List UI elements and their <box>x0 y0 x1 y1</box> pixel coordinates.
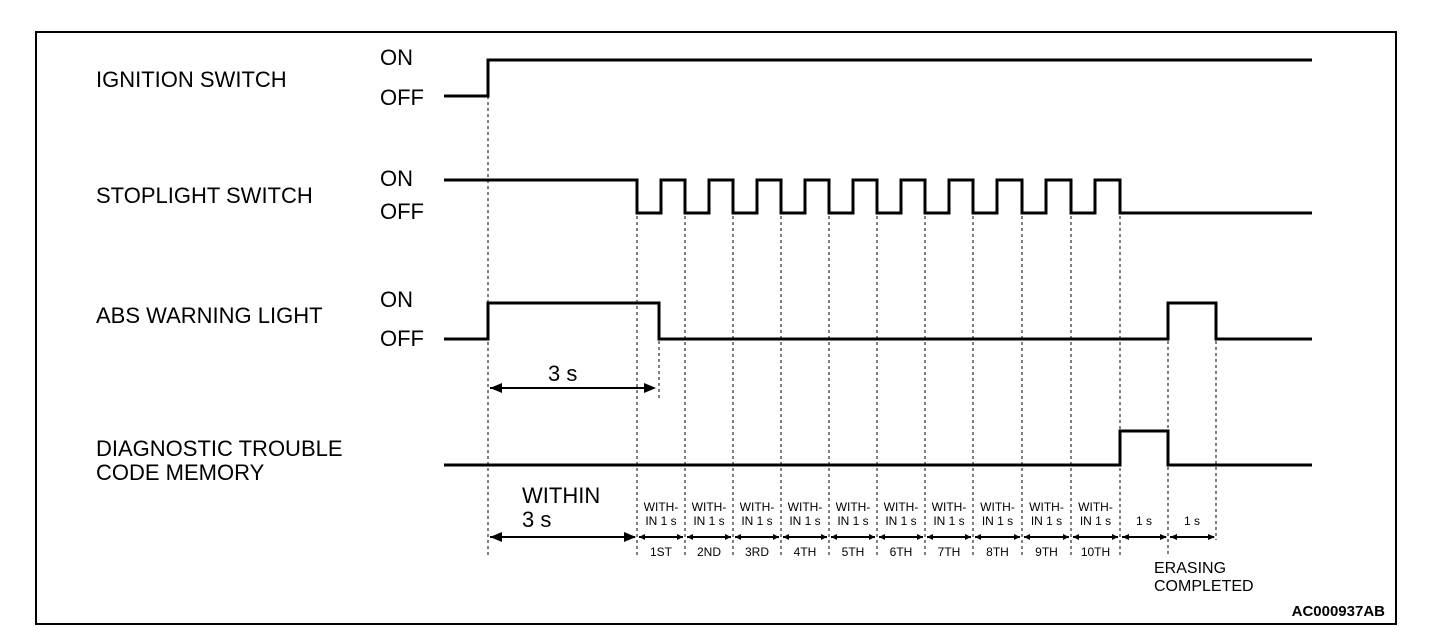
state-label-stoplight-on: ON <box>380 166 413 191</box>
arrow-1s-b <box>1170 534 1215 540</box>
label-erasing-line2: COMPLETED <box>1154 578 1254 595</box>
label-1s-b: 1 s <box>1184 514 1200 528</box>
waveform-stoplight-switch <box>444 178 1312 215</box>
diagram-frame <box>35 31 1397 625</box>
segment-within-label-line1: WITH- <box>692 500 727 514</box>
segment-within-label-line1: WITH- <box>980 500 1015 514</box>
signal-label-dtc-memory-line1: DIAGNOSTIC TROUBLE <box>96 436 343 461</box>
signal-label-dtc-memory-line2: CODE MEMORY <box>96 460 265 485</box>
arrow-1s-a <box>1122 534 1167 540</box>
segment-within-label-line1: WITH- <box>644 500 679 514</box>
segment-ordinal-label: 3RD <box>745 545 769 559</box>
segment-ordinal-label: 6TH <box>890 545 913 559</box>
signal-label-stoplight-switch: STOPLIGHT SWITCH <box>96 183 313 208</box>
segment-within-label-line1: WITH- <box>788 500 823 514</box>
segment-within-label-line2: IN 1 s <box>741 514 772 528</box>
segment-arrow <box>735 534 779 540</box>
segment-within-label-line1: WITH- <box>1029 500 1064 514</box>
state-label-abs-on: ON <box>380 287 413 312</box>
state-label-stoplight-off: OFF <box>380 199 424 224</box>
segment-within-label-line1: WITH- <box>836 500 871 514</box>
segment-ordinal-label: 9TH <box>1035 545 1058 559</box>
segment-ordinal-label: 10TH <box>1081 545 1110 559</box>
waveform-ignition-switch <box>444 58 1312 98</box>
segment-arrow <box>927 534 971 540</box>
waveform-dtc-memory <box>444 429 1312 467</box>
label-within-3s-line1: WITHIN <box>522 483 600 508</box>
segment-arrow <box>639 534 683 540</box>
segment-within-label-line1: WITH- <box>1078 500 1113 514</box>
segment-ordinal-label: 7TH <box>938 545 961 559</box>
segment-within-label-line2: IN 1 s <box>982 514 1013 528</box>
segment-arrow <box>879 534 923 540</box>
segment-ordinal-label: 4TH <box>794 545 817 559</box>
waveform-abs-warning-light <box>444 301 1312 341</box>
label-3s: 3 s <box>548 361 577 386</box>
arrow-3s <box>490 383 656 393</box>
label-1s-a: 1 s <box>1136 514 1152 528</box>
segment-within-label-line2: IN 1 s <box>645 514 676 528</box>
segment-ordinal-label: 1ST <box>650 545 673 559</box>
figure-code: AC000937AB <box>1292 603 1386 620</box>
signal-label-abs-warning-light: ABS WARNING LIGHT <box>96 303 323 328</box>
segment-arrow <box>1073 534 1118 540</box>
segment-arrow <box>975 534 1020 540</box>
segment-ordinal-label: 5TH <box>842 545 865 559</box>
segment-within-label-line2: IN 1 s <box>885 514 916 528</box>
segment-within-label-line2: IN 1 s <box>837 514 868 528</box>
segment-within-label-line2: IN 1 s <box>1080 514 1111 528</box>
segment-within-label-line2: IN 1 s <box>933 514 964 528</box>
segment-arrow <box>783 534 827 540</box>
segment-within-label-line2: IN 1 s <box>1031 514 1062 528</box>
arrow-within-3s <box>490 532 636 542</box>
label-within-3s-line2: 3 s <box>522 507 551 532</box>
segment-within-label-line1: WITH- <box>740 500 775 514</box>
timing-guide-lines <box>487 60 1217 555</box>
state-label-ignition-off: OFF <box>380 85 424 110</box>
segment-within-label-line1: WITH- <box>932 500 967 514</box>
segment-within-label-line1: WITH- <box>884 500 919 514</box>
label-erasing-line1: ERASING <box>1154 560 1226 577</box>
segment-within-label-line2: IN 1 s <box>693 514 724 528</box>
segment-ordinal-label: 2ND <box>697 545 721 559</box>
segment-ordinal-label: 8TH <box>986 545 1009 559</box>
segment-arrow <box>1024 534 1069 540</box>
segment-arrow <box>831 534 875 540</box>
state-label-abs-off: OFF <box>380 326 424 351</box>
segment-arrow <box>687 534 731 540</box>
state-label-ignition-on: ON <box>380 45 413 70</box>
signal-label-ignition-switch: IGNITION SWITCH <box>96 67 287 92</box>
segment-within-label-line2: IN 1 s <box>789 514 820 528</box>
